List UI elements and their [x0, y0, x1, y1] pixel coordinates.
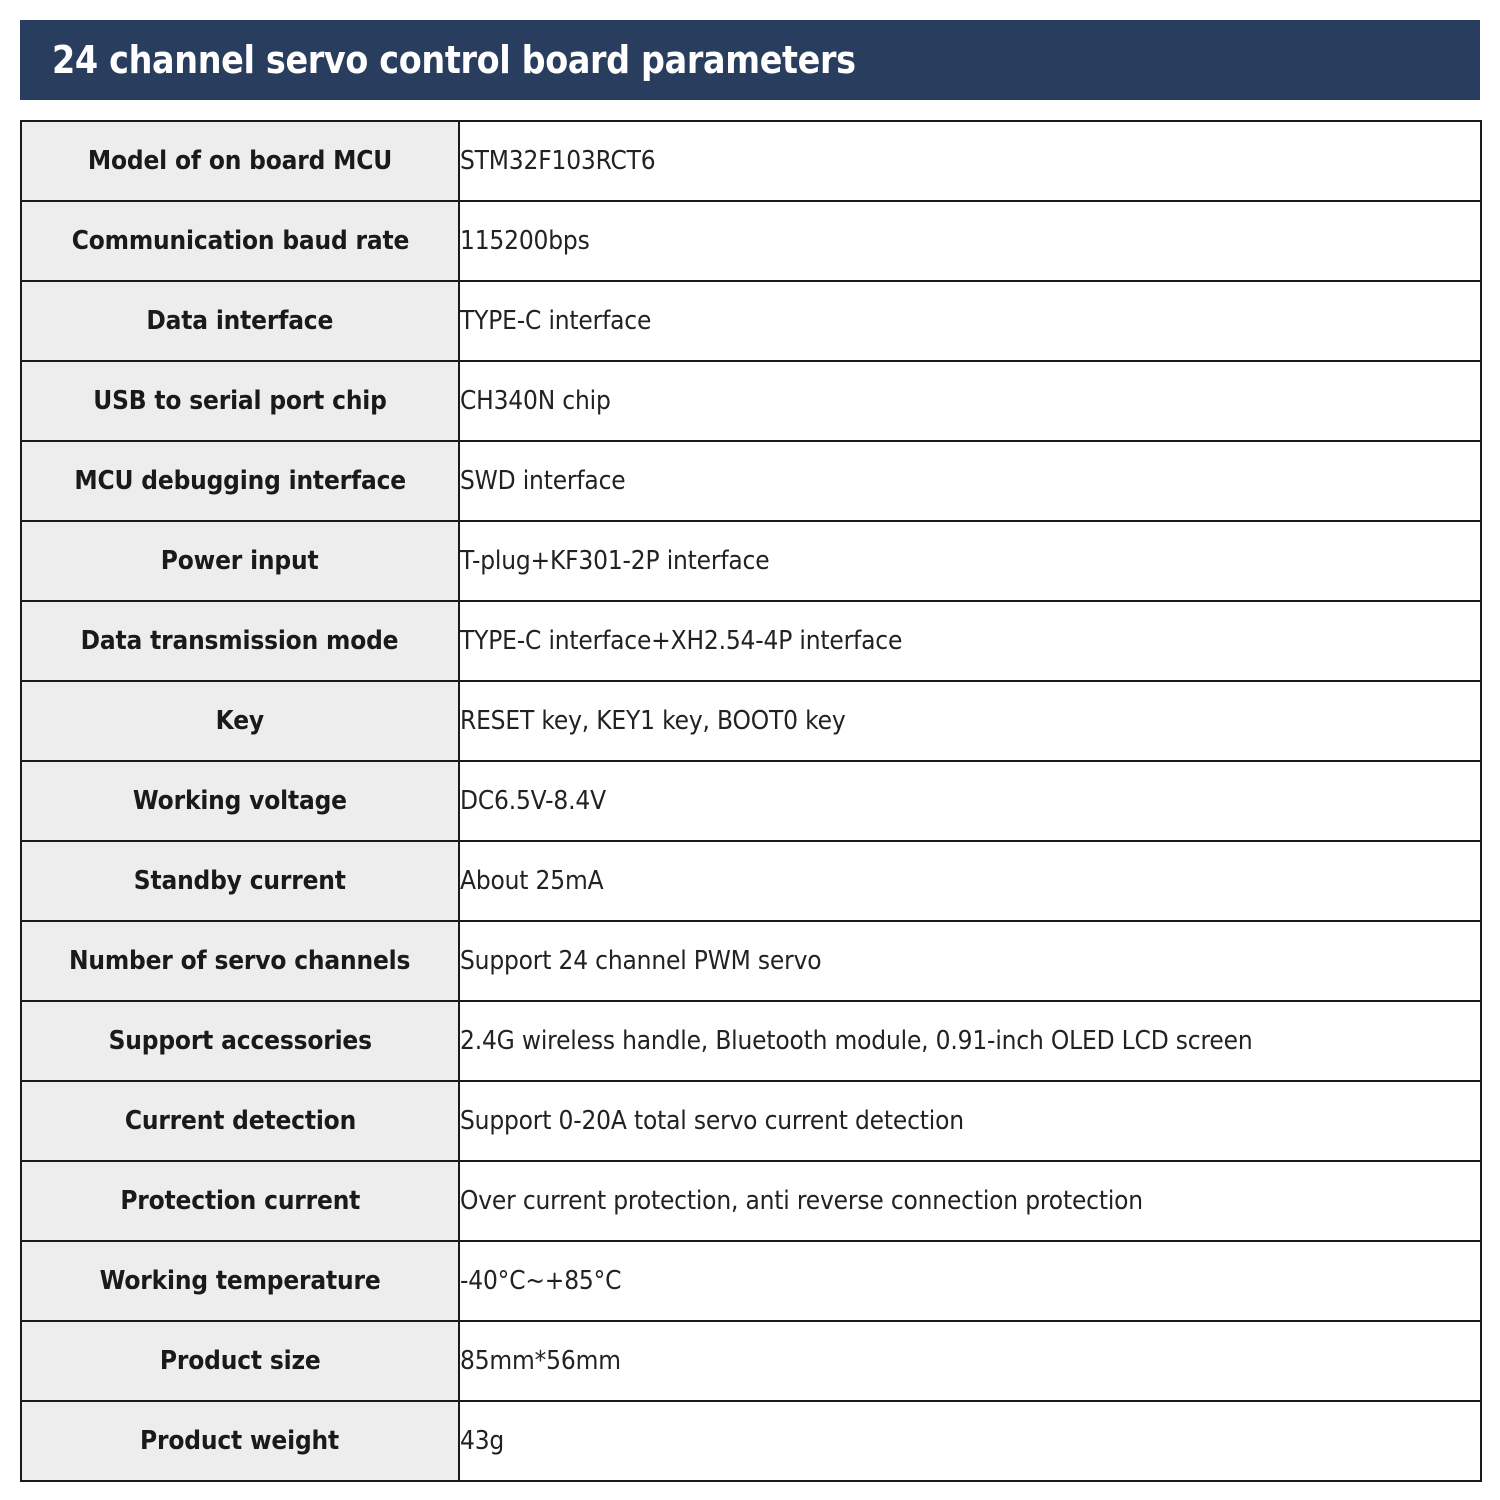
parameter-value-cell: 43g	[458, 1400, 1482, 1482]
parameter-label-text: Model of on board MCU	[87, 146, 393, 176]
parameter-value-text: STM32F103RCT6	[460, 146, 656, 176]
parameter-value-cell: About 25mA	[458, 840, 1482, 922]
parameter-label-cell: Working voltage	[20, 760, 460, 842]
parameter-value-text: T-plug+KF301-2P interface	[460, 546, 770, 576]
parameter-label-text: Data transmission mode	[81, 626, 399, 656]
parameter-value-cell: CH340N chip	[458, 360, 1482, 442]
parameter-label-cell: Number of servo channels	[20, 920, 460, 1002]
parameter-label-text: USB to serial port chip	[93, 386, 387, 416]
parameter-label-cell: Protection current	[20, 1160, 460, 1242]
parameter-label-cell: MCU debugging interface	[20, 440, 460, 522]
parameter-value-cell: 2.4G wireless handle, Bluetooth module, …	[458, 1000, 1482, 1082]
parameter-value-cell: Support 0-20A total servo current detect…	[458, 1080, 1482, 1162]
parameter-label-cell: Standby current	[20, 840, 460, 922]
table-row: Support accessories 2.4G wireless handle,…	[20, 1000, 1482, 1082]
parameter-label-cell: Working temperature	[20, 1240, 460, 1322]
parameter-label-text: Support accessories	[108, 1026, 372, 1056]
parameter-value-text: SWD interface	[460, 466, 626, 496]
table-row: Product weight 43g	[20, 1400, 1482, 1482]
parameter-label-text: Number of servo channels	[69, 946, 411, 976]
parameter-label-text: Key	[215, 706, 265, 736]
parameter-value-text: Over current protection, anti reverse co…	[460, 1186, 1143, 1216]
parameter-label-cell: Support accessories	[20, 1000, 460, 1082]
parameter-value-cell: 85mm*56mm	[458, 1320, 1482, 1402]
parameter-label-text: Communication baud rate	[71, 226, 409, 256]
parameter-label-cell: Current detection	[20, 1080, 460, 1162]
table-row: Protection current Over current protectio…	[20, 1160, 1482, 1242]
parameter-value-text: RESET key, KEY1 key, BOOT0 key	[460, 706, 846, 736]
table-row: Product size 85mm*56mm	[20, 1320, 1482, 1402]
parameter-label-text: Protection current	[120, 1186, 360, 1216]
parameter-value-text: 85mm*56mm	[460, 1346, 621, 1376]
parameter-value-cell: TYPE-C interface+XH2.54-4P interface	[458, 600, 1482, 682]
parameter-value-cell: -40°C~+85°C	[458, 1240, 1482, 1322]
parameter-value-text: TYPE-C interface+XH2.54-4P interface	[460, 626, 903, 656]
parameter-value-text: 115200bps	[460, 226, 590, 256]
parameter-label-cell: Key	[20, 680, 460, 762]
parameter-label-text: Current detection	[124, 1106, 356, 1136]
parameter-value-cell: DC6.5V-8.4V	[458, 760, 1482, 842]
table-row: Standby current About 25mA	[20, 840, 1482, 922]
parameter-label-cell: Product size	[20, 1320, 460, 1402]
table-row: Working voltage DC6.5V-8.4V	[20, 760, 1482, 842]
page-title-bar: 24 channel servo control board parameter…	[20, 20, 1480, 100]
parameter-value-text: Support 0-20A total servo current detect…	[460, 1106, 964, 1136]
table-row: Model of on board MCU STM32F103RCT6	[20, 120, 1482, 202]
parameter-value-text: Support 24 channel PWM servo	[460, 946, 822, 976]
table-row: Working temperature -40°C~+85°C	[20, 1240, 1482, 1322]
parameter-label-text: Working temperature	[99, 1266, 381, 1296]
parameter-label-text: Standby current	[133, 866, 347, 896]
parameter-value-cell: T-plug+KF301-2P interface	[458, 520, 1482, 602]
parameter-value-cell: Over current protection, anti reverse co…	[458, 1160, 1482, 1242]
page-title: 24 channel servo control board parameter…	[52, 38, 856, 82]
table-row: Key RESET key, KEY1 key, BOOT0 key	[20, 680, 1482, 762]
table-row: Communication baud rate 115200bps	[20, 200, 1482, 282]
parameter-value-text: TYPE-C interface	[460, 306, 652, 336]
table-row: Data transmission mode TYPE-C interface+X…	[20, 600, 1482, 682]
parameter-value-text: DC6.5V-8.4V	[460, 786, 606, 816]
parameter-value-text: 2.4G wireless handle, Bluetooth module, …	[460, 1026, 1253, 1056]
parameter-value-cell: TYPE-C interface	[458, 280, 1482, 362]
parameter-label-text: Product size	[159, 1346, 321, 1376]
table-row: Power input T-plug+KF301-2P interface	[20, 520, 1482, 602]
table-row: Data interface TYPE-C interface	[20, 280, 1482, 362]
parameter-label-cell: Product weight	[20, 1400, 460, 1482]
parameter-value-cell: STM32F103RCT6	[458, 120, 1482, 202]
table-row: USB to serial port chip CH340N chip	[20, 360, 1482, 442]
parameter-value-cell: Support 24 channel PWM servo	[458, 920, 1482, 1002]
table-row: Number of servo channels Support 24 chann…	[20, 920, 1482, 1002]
parameter-value-text: 43g	[460, 1426, 505, 1456]
parameter-value-cell: 115200bps	[458, 200, 1482, 282]
parameter-label-cell: USB to serial port chip	[20, 360, 460, 442]
parameter-label-cell: Model of on board MCU	[20, 120, 460, 202]
parameter-value-text: About 25mA	[460, 866, 604, 896]
parameter-label-text: Product weight	[140, 1426, 340, 1456]
parameter-value-cell: SWD interface	[458, 440, 1482, 522]
parameter-label-cell: Data transmission mode	[20, 600, 460, 682]
parameter-label-text: MCU debugging interface	[74, 466, 406, 496]
parameter-value-text: CH340N chip	[460, 386, 611, 416]
parameter-label-cell: Communication baud rate	[20, 200, 460, 282]
parameter-label-text: Power input	[161, 546, 319, 576]
parameter-label-cell: Data interface	[20, 280, 460, 362]
parameter-label-text: Working voltage	[132, 786, 347, 816]
parameter-label-cell: Power input	[20, 520, 460, 602]
table-row: Current detection Support 0-20A total ser…	[20, 1080, 1482, 1162]
table-row: MCU debugging interface SWD interface	[20, 440, 1482, 522]
parameter-value-cell: RESET key, KEY1 key, BOOT0 key	[458, 680, 1482, 762]
parameter-value-text: -40°C~+85°C	[460, 1266, 622, 1296]
parameter-label-text: Data interface	[146, 306, 334, 336]
